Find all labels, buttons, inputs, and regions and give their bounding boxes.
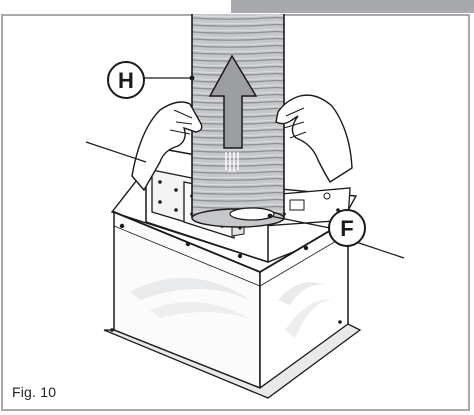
figure-caption: Fig. 10: [12, 384, 57, 400]
cabinet-edge-line: [85, 141, 147, 163]
callout-f: F: [267, 209, 366, 247]
callout-h-label: H: [118, 68, 134, 93]
callout-f-label: F: [340, 216, 353, 241]
callout-h: H: [107, 61, 195, 99]
header-bar-accent: [231, 0, 474, 13]
right-hand: [275, 94, 353, 183]
left-hand: [131, 101, 203, 192]
header-bar: [0, 0, 474, 14]
hood-body: [103, 210, 362, 399]
cabinet-edge-line: [355, 241, 405, 259]
airflow-arrow: [208, 54, 258, 172]
